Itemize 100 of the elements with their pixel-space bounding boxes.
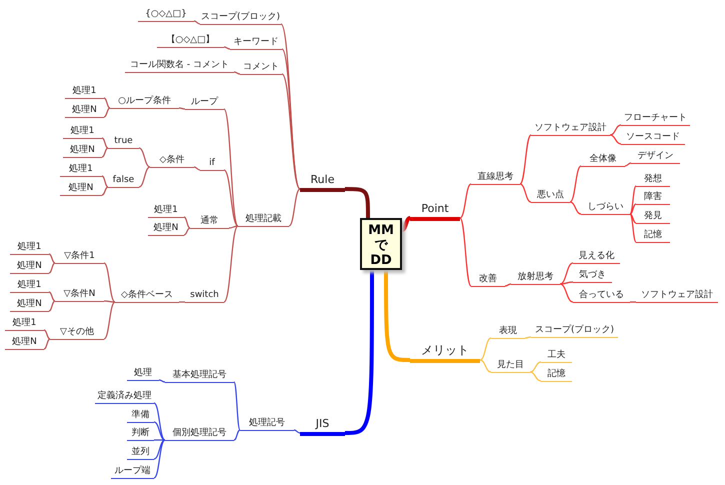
branch-line	[401, 216, 411, 232]
topic-label: 処理	[127, 366, 159, 382]
branch-line	[480, 337, 492, 361]
topic-label: 基本処理記号	[165, 368, 234, 384]
branch-line	[154, 439, 166, 479]
topic-label: デザイン	[631, 149, 680, 164]
branch-line	[104, 107, 110, 118]
topic-label: ソフトウェア設計	[531, 121, 610, 136]
topic-label: 処理N	[10, 259, 49, 274]
topic-label: 準備	[127, 408, 154, 424]
branch-line	[630, 186, 636, 214]
topic-label: 障害	[636, 190, 670, 206]
topic-label: 【○◇△□】	[157, 33, 224, 48]
branch-line	[48, 300, 56, 312]
topic-label: 発想	[636, 172, 670, 188]
topic-label: 処理N	[60, 181, 102, 196]
topic-label: ○ループ条件	[110, 94, 179, 110]
branch-line	[282, 48, 300, 190]
topic-label: 処理N	[5, 335, 44, 350]
branch-line	[194, 20, 200, 25]
topic-label: 全体像	[581, 152, 625, 168]
branch-line	[224, 170, 238, 226]
topic-label: true	[108, 134, 139, 150]
topic-label: スコープ(ブロック)	[200, 10, 281, 26]
topic-label: 処理1	[60, 162, 102, 178]
branch-line	[184, 216, 190, 229]
topic-label: 定義済み処理	[95, 389, 154, 404]
topic-label: 個別処理記号	[165, 426, 234, 442]
branch-line	[104, 301, 116, 340]
branch-line	[224, 108, 238, 226]
branch-line	[102, 137, 108, 149]
branch-line	[610, 134, 622, 145]
branch-line	[288, 188, 300, 227]
topic-label: 直線思考	[471, 170, 520, 186]
topic-label: 表現	[491, 324, 525, 340]
topic-label: フローチャート	[621, 111, 690, 126]
topic-label: 通常	[190, 214, 229, 230]
branch-line	[44, 329, 50, 340]
branch-line	[630, 213, 636, 224]
topic-label: {○◇△□}	[138, 7, 194, 22]
branch-line	[138, 166, 150, 188]
branch-line	[224, 226, 238, 302]
branch-line	[524, 336, 532, 339]
branch-line	[184, 227, 190, 236]
topic-label: 処理1	[10, 278, 49, 294]
topic-label: ▽その他	[50, 325, 104, 340]
branch-line	[630, 214, 636, 242]
branch-line	[104, 97, 110, 109]
topic-label: 改善	[471, 272, 505, 288]
topic-label: 処理1	[65, 84, 104, 100]
topic-label: 処理記号	[240, 416, 294, 432]
topic-label: ループ端	[111, 464, 154, 480]
branch-line	[234, 71, 240, 75]
branch-line	[104, 262, 116, 303]
topic-label: 放射思考	[511, 270, 560, 286]
branch-line	[234, 429, 240, 441]
branch-line	[560, 262, 574, 285]
topic-label: しづらい	[581, 200, 630, 216]
topic-label: 処理N	[63, 143, 102, 158]
topic-label: 並列	[127, 445, 154, 460]
branch-line	[460, 218, 472, 286]
topic-label: ソースコード	[621, 130, 685, 146]
topic-label: 処理記載	[238, 212, 289, 228]
topic-label: 合っている	[573, 288, 630, 304]
central-topic-box: MM で DD	[360, 218, 402, 270]
branch-line	[560, 283, 574, 303]
branch-line	[154, 439, 166, 460]
topic-label: Rule	[300, 172, 345, 192]
branch-line	[102, 147, 108, 158]
branch-line	[138, 147, 150, 168]
topic-label: ▽条件N	[55, 287, 104, 302]
topic-label: switch	[185, 288, 224, 304]
branch-line	[460, 183, 472, 219]
topic-label: 発見	[636, 209, 670, 224]
branch-line	[154, 421, 166, 441]
topic-label: 処理N	[148, 221, 184, 236]
branch-line	[48, 291, 56, 302]
topic-label: 判断	[127, 426, 154, 442]
branch-line	[630, 301, 636, 303]
branch-line	[560, 281, 574, 285]
branch-line	[224, 46, 230, 50]
branch-line	[294, 429, 300, 434]
branch-line	[344, 270, 374, 435]
topic-label: if	[200, 156, 224, 172]
branch-line	[624, 162, 632, 167]
branch-line	[520, 183, 532, 203]
topic-label: 処理1	[10, 240, 49, 256]
branch-line	[194, 166, 200, 171]
topic-label: JIS	[300, 416, 345, 436]
branch-line	[179, 301, 185, 303]
topic-label: 処理1	[63, 124, 102, 140]
topic-label: 工夫	[541, 348, 572, 364]
branch-line	[504, 283, 512, 287]
topic-label: 処理1	[5, 316, 44, 332]
topic-label: 処理N	[10, 297, 49, 312]
branch-line	[48, 253, 56, 264]
branch-line	[154, 402, 166, 441]
branch-line	[610, 124, 622, 136]
branch-line	[178, 107, 186, 110]
topic-label: スコープ(ブロック)	[531, 323, 618, 338]
